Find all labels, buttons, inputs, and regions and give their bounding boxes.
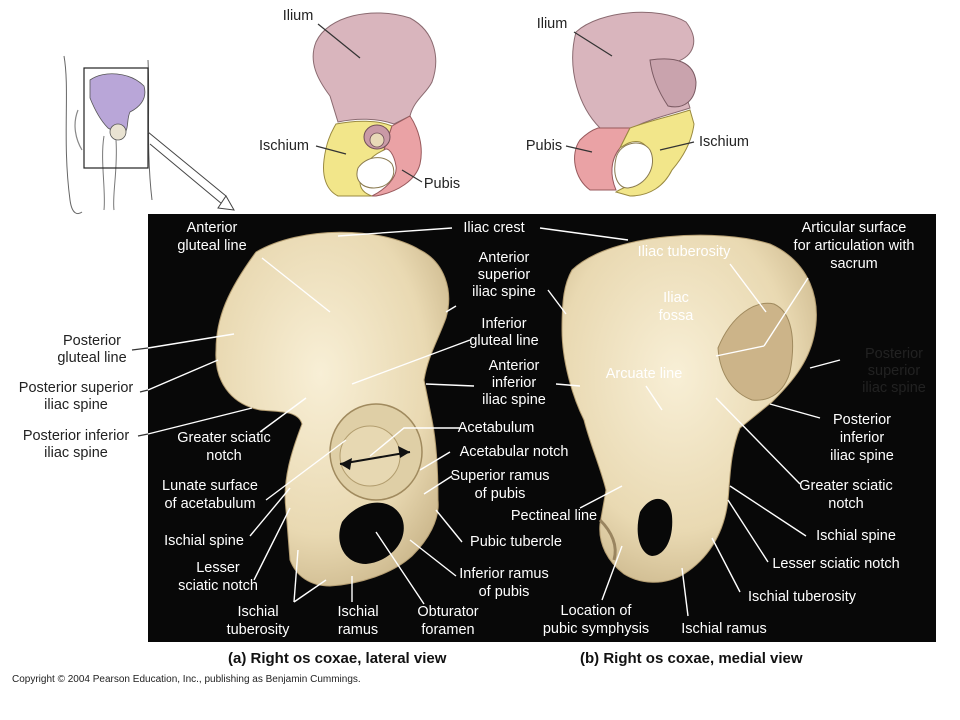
medial-region-diagram: Ilium Pubis Ischium (526, 11, 749, 197)
label-ischial-tuberosity-med: Ischial tuberosity (748, 589, 857, 605)
label-lunate-surface-2: of acetabulum (164, 496, 255, 512)
label-greater-sciatic-notch-lat-2: notch (206, 448, 241, 464)
caption-lateral: (a) Right os coxae, lateral view (228, 650, 447, 667)
label-ischial-tuberosity-lat-2: tuberosity (227, 622, 291, 638)
label-aiis-1: Anterior (489, 358, 540, 374)
label-piis-medial-2: inferior (840, 430, 884, 446)
label-superior-ramus-pubis-1: Superior ramus (450, 468, 549, 484)
body-thumbnail (63, 55, 235, 214)
top-lateral-ischium-label: Ischium (259, 138, 309, 154)
label-greater-sciatic-notch-med-1: Greater sciatic (799, 478, 892, 494)
label-lesser-sciatic-notch-lat-2: sciatic notch (178, 578, 258, 594)
label-posterior-gluteal-line-1: Posterior (63, 333, 121, 349)
medial-pubis-region (574, 127, 631, 191)
label-psis-medial-2: superior (868, 363, 921, 379)
label-articular-surface-1: Articular surface (802, 220, 907, 236)
label-psis-lateral-1: Posterior superior (19, 380, 134, 396)
label-iliac-fossa-1: Iliac (663, 290, 689, 306)
label-pectineal-line: Pectineal line (511, 508, 597, 524)
label-aiis-3: iliac spine (482, 392, 546, 408)
label-lunate-surface-1: Lunate surface (162, 478, 258, 494)
top-medial-ilium-label: Ilium (537, 16, 568, 32)
lateral-region-diagram: Ilium Ischium Pubis (259, 8, 460, 197)
top-lateral-ilium-label: Ilium (283, 8, 314, 24)
label-inferior-ramus-pubis-2: of pubis (479, 584, 530, 600)
thumbnail-frame (83, 67, 149, 169)
medial-ischium-region (614, 109, 695, 197)
label-anterior-gluteal-line-2: gluteal line (177, 238, 246, 254)
label-pubic-symphysis-2: pubic symphysis (543, 621, 649, 637)
label-ischial-ramus-med: Ischial ramus (681, 621, 766, 637)
label-lesser-sciatic-notch-lat-1: Lesser (196, 560, 240, 576)
label-psis-medial-1: Posterior (865, 346, 923, 362)
label-pubic-symphysis-1: Location of (561, 603, 633, 619)
lateral-bone-photo (215, 231, 450, 587)
label-obturator-foramen-1: Obturator (417, 604, 478, 620)
label-inferior-gluteal-line-2: gluteal line (469, 333, 538, 349)
label-asis-1: Anterior (479, 250, 530, 266)
thumbnail-hip-bone (89, 73, 146, 137)
copyright-notice: Copyright © 2004 Pearson Education, Inc.… (12, 674, 361, 685)
label-asis-2: superior (478, 267, 531, 283)
label-obturator-foramen-2: foramen (421, 622, 474, 638)
label-inferior-gluteal-line-1: Inferior (481, 316, 526, 332)
lateral-labels: Anterior gluteal line Iliac crest Anteri… (19, 220, 629, 638)
label-posterior-gluteal-line-2: gluteal line (57, 350, 126, 366)
label-lesser-sciatic-notch-med: Lesser sciatic notch (772, 556, 899, 572)
label-acetabulum: Acetabulum (458, 420, 535, 436)
medial-bone-photo (561, 234, 817, 583)
label-superior-ramus-pubis-2: of pubis (475, 486, 526, 502)
label-greater-sciatic-notch-med-2: notch (828, 496, 863, 512)
label-acetabular-notch: Acetabular notch (460, 444, 569, 460)
label-psis-medial-3: iliac spine (862, 380, 926, 396)
lateral-pubis-region (371, 115, 422, 197)
label-arcuate-line: Arcuate line (606, 366, 683, 382)
medial-labels: Articular surface for articulation with … (511, 220, 926, 637)
label-piis-medial-1: Posterior (833, 412, 891, 428)
label-ischial-spine-med: Ischial spine (816, 528, 896, 544)
top-medial-ischium-label: Ischium (699, 134, 749, 150)
label-inferior-ramus-pubis-1: Inferior ramus (459, 566, 548, 582)
label-articular-surface-3: sacrum (830, 256, 878, 272)
label-iliac-fossa-2: fossa (659, 308, 695, 324)
label-anterior-gluteal-line-1: Anterior (187, 220, 238, 236)
top-lateral-pubis-label: Pubis (424, 176, 460, 192)
label-iliac-tuberosity: Iliac tuberosity (638, 244, 731, 260)
top-medial-pubis-label: Pubis (526, 138, 562, 154)
caption-medial: (b) Right os coxae, medial view (580, 650, 803, 667)
label-ischial-ramus-lat-1: Ischial (337, 604, 378, 620)
label-articular-surface-2: for articulation with (794, 238, 915, 254)
label-greater-sciatic-notch-lat-1: Greater sciatic (177, 430, 270, 446)
label-psis-lateral-2: iliac spine (44, 397, 108, 413)
label-asis-3: iliac spine (472, 284, 536, 300)
label-piis-medial-3: iliac spine (830, 448, 894, 464)
label-piis-lateral-2: iliac spine (44, 445, 108, 461)
lateral-ilium-region (312, 12, 437, 125)
label-ischial-ramus-lat-2: ramus (338, 622, 378, 638)
label-ischial-spine-lat: Ischial spine (164, 533, 244, 549)
label-pubic-tubercle: Pubic tubercle (470, 534, 562, 550)
label-piis-lateral-1: Posterior inferior (23, 428, 130, 444)
label-aiis-2: inferior (492, 375, 536, 391)
label-iliac-crest: Iliac crest (463, 220, 524, 236)
label-ischial-tuberosity-lat-1: Ischial (237, 604, 278, 620)
